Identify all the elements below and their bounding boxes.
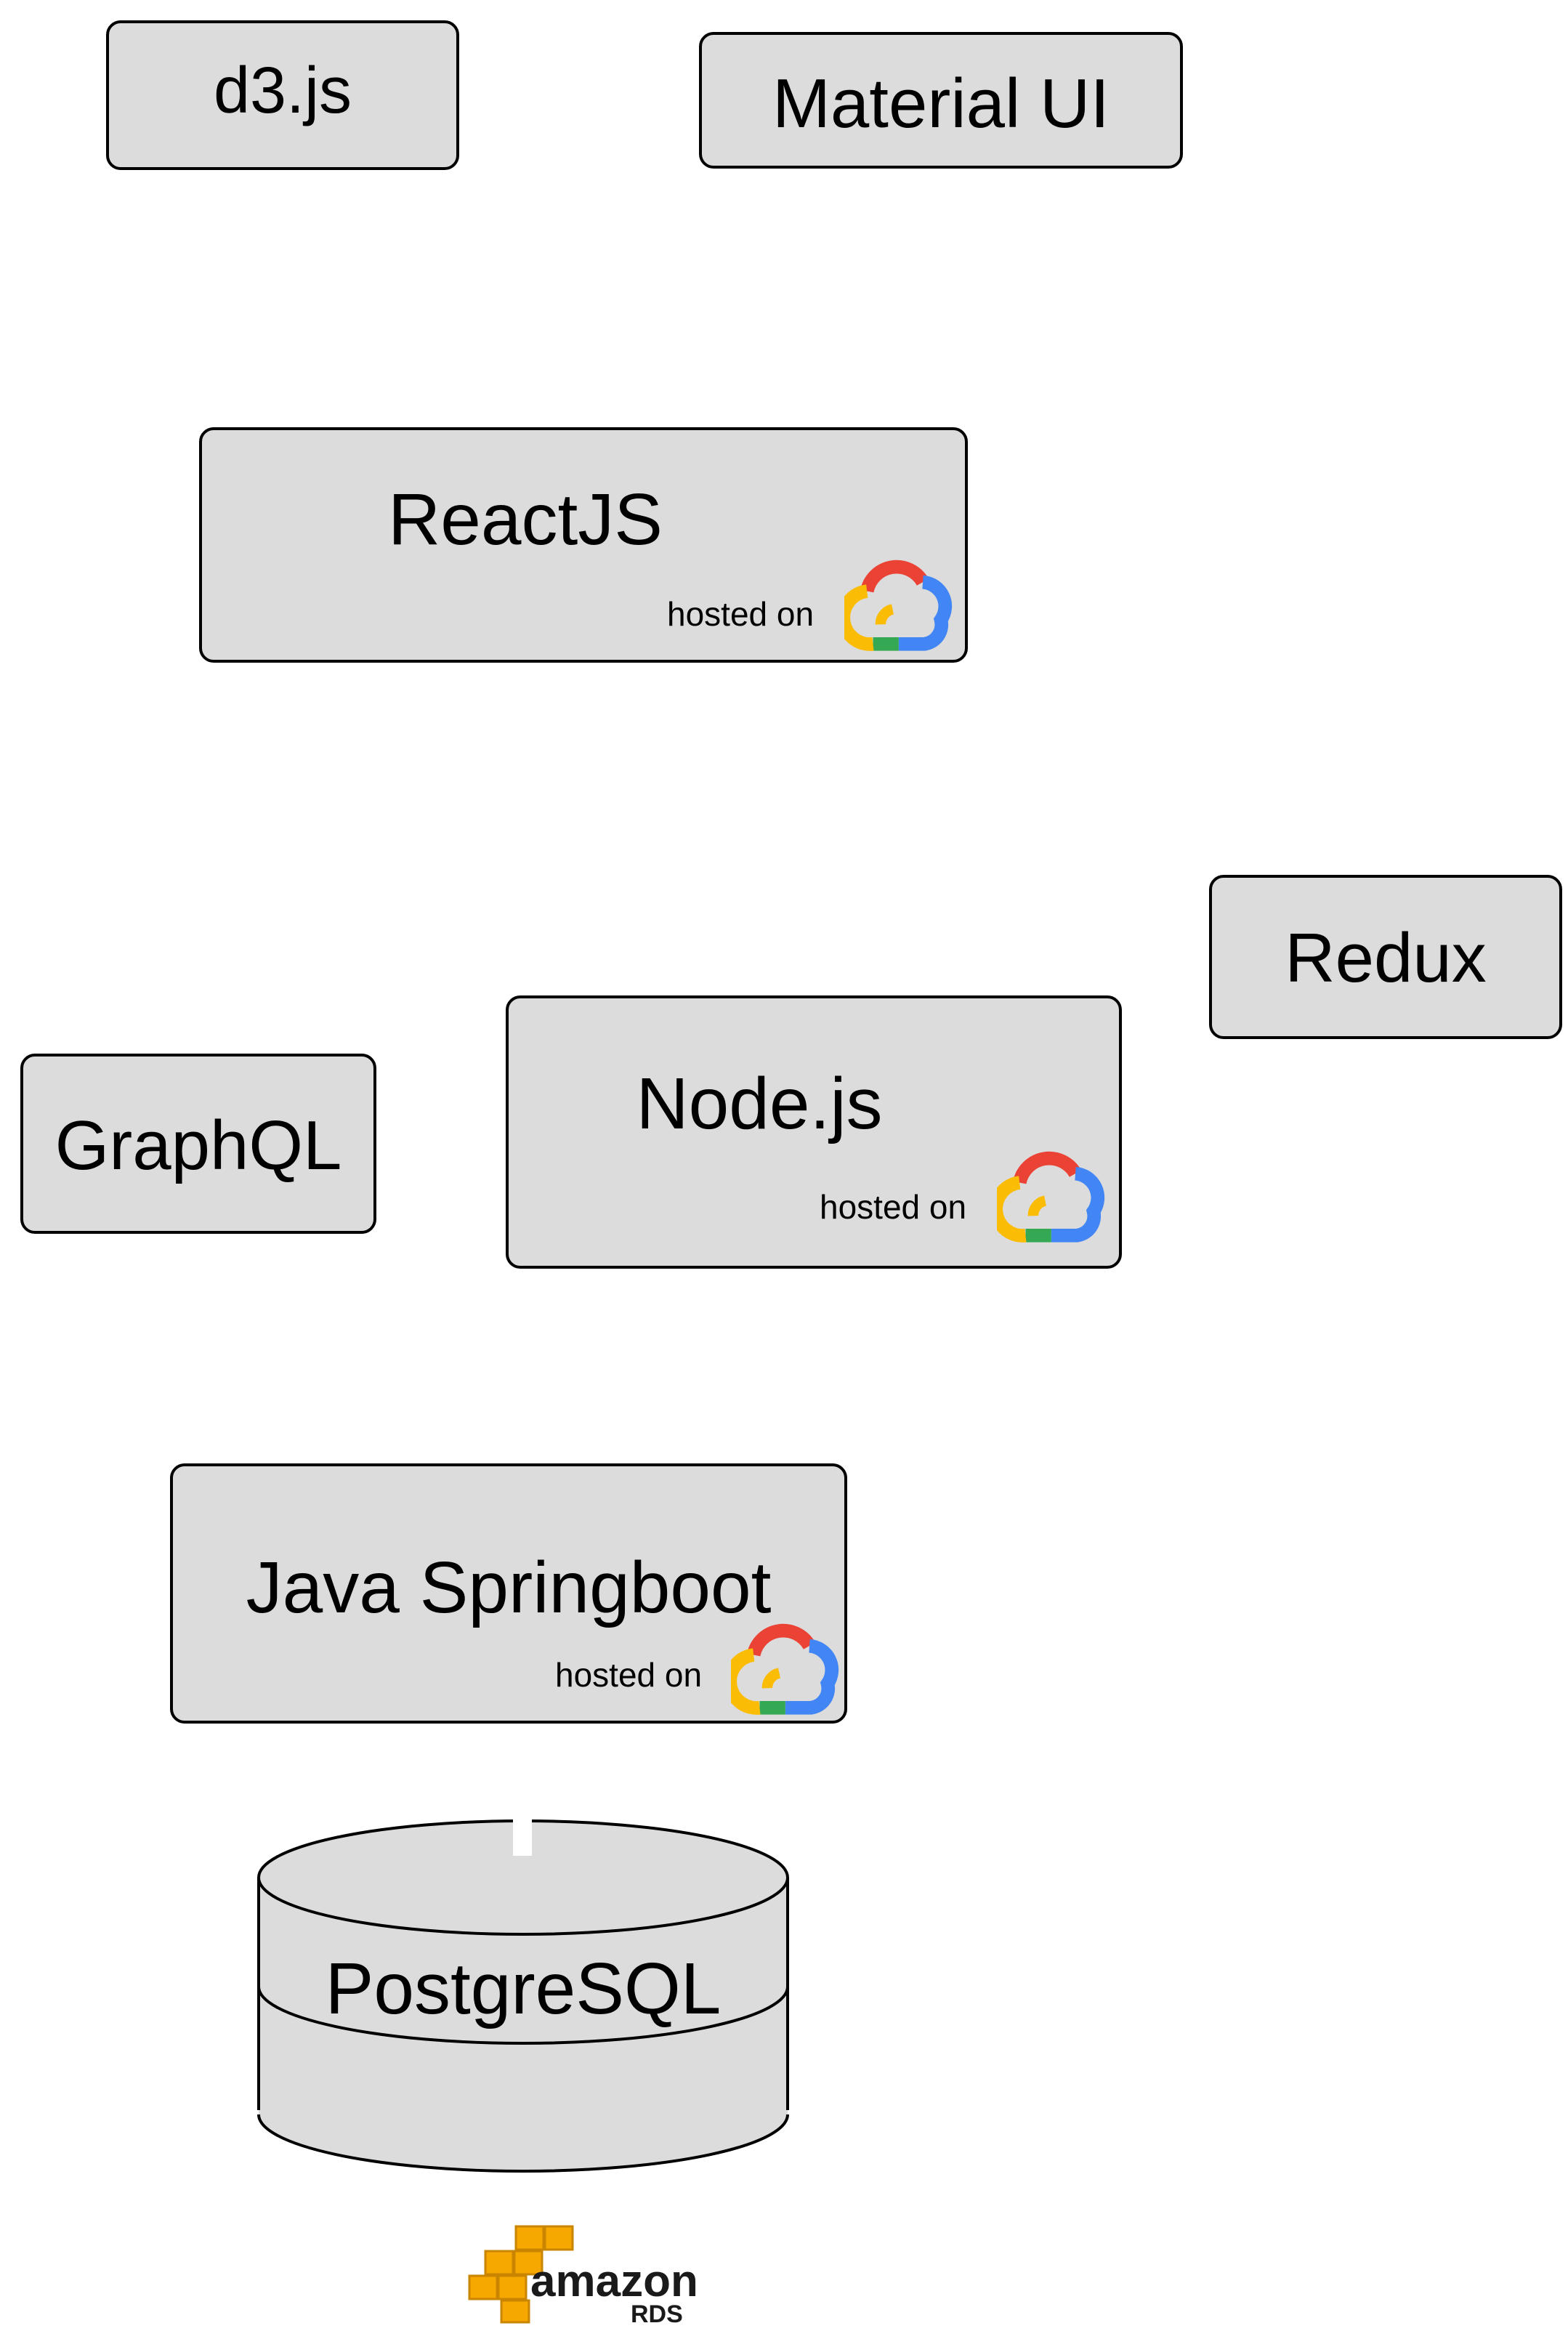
d3js-node: d3.js <box>106 20 459 170</box>
graphql-node: GraphQL <box>20 1054 376 1234</box>
reactjs-label: ReactJS <box>388 479 663 560</box>
redux-node: Redux <box>1209 875 1562 1039</box>
java-hosted-text: hosted on <box>555 1656 703 1694</box>
d3js-label: d3.js <box>213 54 352 127</box>
reactjs-hosted-text: hosted on <box>667 595 815 633</box>
java-springboot-label: Java Springboot <box>246 1547 772 1628</box>
postgresql-label: PostgreSQL <box>325 1948 722 2029</box>
redux-label: Redux <box>1285 919 1487 997</box>
amazon-word: amazon <box>530 2256 698 2306</box>
nodejs-label: Node.js <box>636 1063 883 1144</box>
reactjs-node: ReactJS hosted on <box>199 427 968 663</box>
material-ui-node: Material UI <box>699 32 1183 169</box>
nodejs-hosted-text: hosted on <box>820 1188 967 1226</box>
graphql-label: GraphQL <box>54 1107 342 1184</box>
material-ui-label: Material UI <box>772 65 1110 142</box>
rds-word: RDS <box>631 2300 683 2328</box>
nodejs-node: Node.js hosted on <box>506 995 1122 1269</box>
java-springboot-node: Java Springboot hosted on <box>170 1463 847 1724</box>
